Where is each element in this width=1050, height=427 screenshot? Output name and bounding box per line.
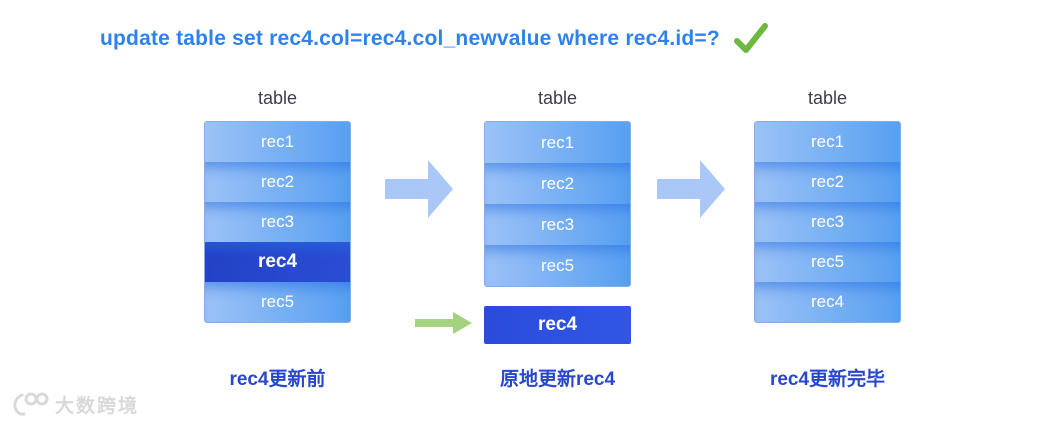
table-label: table bbox=[807, 88, 848, 108]
table-row: rec2 bbox=[755, 162, 900, 202]
table-row: rec1 bbox=[485, 122, 630, 163]
table-label: table bbox=[537, 88, 578, 108]
table-row: rec3 bbox=[485, 204, 630, 245]
detached-rec4-box: rec4 bbox=[484, 306, 631, 344]
table-row: rec2 bbox=[205, 162, 350, 202]
flow-arrow-icon bbox=[657, 160, 725, 218]
table-row: rec1 bbox=[205, 122, 350, 162]
table-row: rec5 bbox=[755, 242, 900, 282]
table-row: rec4 bbox=[755, 282, 900, 322]
table-before-update: rec1 rec2 rec3 rec4 rec5 bbox=[204, 121, 351, 323]
sql-statement: update table set rec4.col=rec4.col_newva… bbox=[100, 22, 769, 56]
table-row: rec2 bbox=[485, 163, 630, 204]
table-row: rec1 bbox=[755, 122, 900, 162]
100-logo-icon bbox=[13, 392, 49, 416]
watermark: 大数跨境 bbox=[10, 389, 139, 419]
table-during-update: rec1 rec2 rec3 rec5 bbox=[484, 121, 631, 287]
sql-text: update table set rec4.col=rec4.col_newva… bbox=[100, 27, 720, 50]
table-row: rec3 bbox=[755, 202, 900, 242]
stage-caption-after: rec4更新完毕 bbox=[769, 369, 886, 390]
table-row: rec3 bbox=[205, 202, 350, 242]
table-row: rec5 bbox=[205, 282, 350, 322]
watermark-text: 大数跨境 bbox=[55, 395, 140, 417]
table-row-highlighted: rec4 bbox=[205, 242, 350, 282]
checkmark-icon bbox=[733, 23, 768, 53]
table-after-update: rec1 rec2 rec3 rec5 rec4 bbox=[754, 121, 901, 323]
stage-caption-during: 原地更新rec4 bbox=[499, 369, 616, 390]
table-label: table bbox=[257, 88, 298, 108]
green-arrow-icon bbox=[415, 312, 472, 334]
table-row: rec5 bbox=[485, 245, 630, 286]
stage-caption-before: rec4更新前 bbox=[229, 369, 326, 390]
flow-arrow-icon bbox=[385, 160, 453, 218]
